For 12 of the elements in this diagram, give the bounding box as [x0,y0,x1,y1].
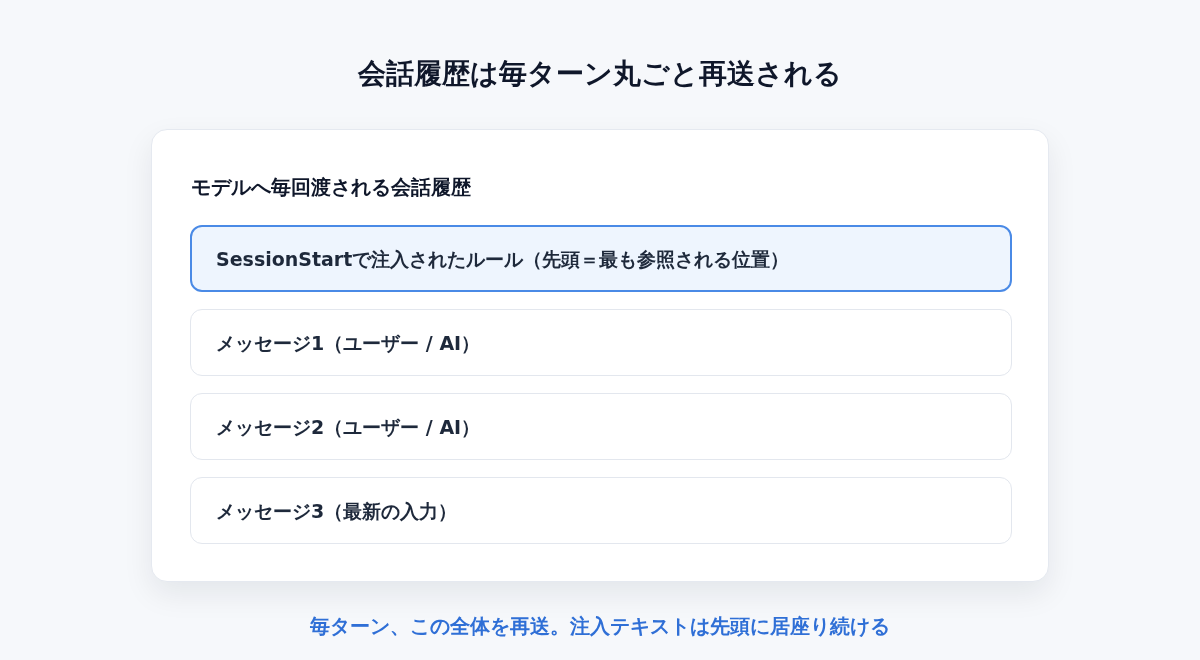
panel-card [151,129,1049,582]
panel-heading: モデルへ毎回渡される会話履歴 [191,174,471,201]
row-label: メッセージ1（ユーザー / AI） [216,330,481,356]
row-label: メッセージ2（ユーザー / AI） [216,414,481,440]
diagram-title: 会話履歴は毎ターン丸ごと再送される [358,56,842,92]
row-box [190,309,1012,376]
row-label: メッセージ3（最新の入力） [216,498,458,524]
caption-text: 毎ターン、この全体を再送。注入テキストは先頭に居座り続ける [310,613,890,640]
row-box [190,393,1012,460]
row-box [190,477,1012,544]
row-label: SessionStartで注入されたルール（先頭＝最も参照される位置） [216,246,790,272]
highlighted-row-box [190,225,1012,292]
